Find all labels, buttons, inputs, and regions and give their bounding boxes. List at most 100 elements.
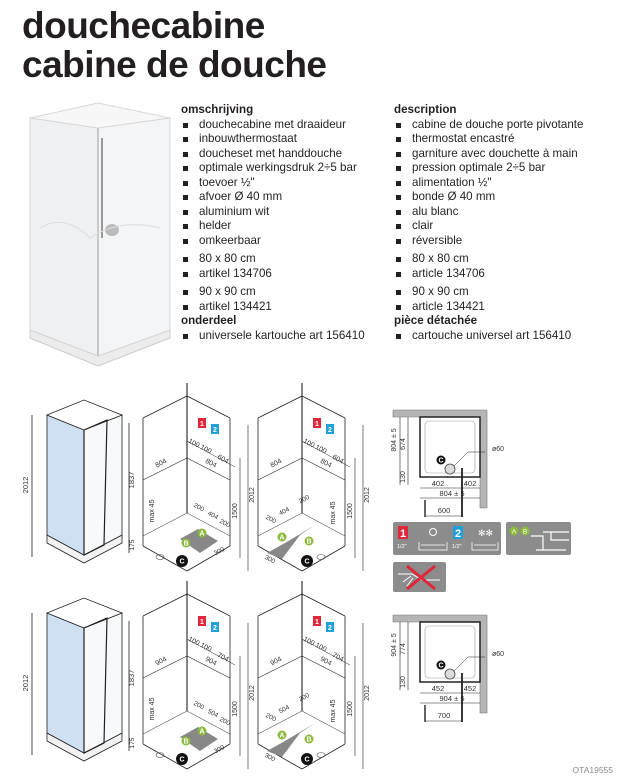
- dim-height-1500: 1500: [232, 503, 239, 519]
- dim-width-right: 804: [319, 458, 333, 470]
- drawing-line: [186, 593, 231, 617]
- drawing-line: [257, 457, 303, 481]
- dim-inlet-3: 704: [216, 652, 230, 664]
- variant-size: 80 x 80 cm: [394, 252, 583, 267]
- variant-article: article 134421: [394, 300, 583, 315]
- spare-item: universele kartouche art 156410: [181, 329, 365, 344]
- feature-item: helder: [181, 219, 365, 234]
- drawing-line: [257, 545, 303, 572]
- dim-half-1: 402: [432, 479, 445, 488]
- dim-width-left: 804: [154, 458, 168, 470]
- drain-diameter: ø60: [492, 446, 504, 453]
- drawing-line: [301, 395, 346, 419]
- hot-inlet-marker: 1: [315, 421, 319, 428]
- drawing-line: [186, 457, 231, 481]
- drain-hole: [316, 554, 326, 560]
- drawing-line: [186, 638, 236, 666]
- feature-item: pression optimale 2÷5 bar: [394, 161, 583, 176]
- drawing-line: [453, 451, 469, 467]
- dim-offset-2: 404: [278, 506, 291, 517]
- dim-inlet-2: 100: [314, 444, 328, 456]
- feature-item: toevoer ½": [181, 176, 365, 191]
- feature-item: thermostat encastré: [394, 132, 583, 147]
- height-total: 2012: [21, 675, 30, 692]
- dim-offset-4: 300: [213, 744, 226, 755]
- dim-half-2: 452: [464, 684, 477, 693]
- hot-inlet-marker-box: [313, 418, 321, 428]
- feature-item: cabine de douche porte pivotante: [394, 118, 583, 133]
- dim-half-2: 402: [464, 479, 477, 488]
- marker-c-circle: [301, 555, 313, 567]
- drawing-line: [301, 655, 346, 679]
- variant-article: artikel 134421: [181, 300, 365, 315]
- cold-inlet-marker-box: [326, 622, 334, 632]
- drain-hole: [316, 752, 326, 758]
- marker-a: A: [512, 529, 517, 536]
- inlet-size: 1/2": [452, 544, 462, 550]
- glass-panel: [46, 612, 85, 754]
- drawing-line: [257, 593, 303, 617]
- dim-inlet-1: 100: [302, 438, 316, 450]
- dim-offset-1: 200: [192, 700, 205, 711]
- height-inner: 1837: [127, 670, 136, 687]
- feature-item: inbouwthermostaat: [181, 132, 365, 147]
- dim-height-1500: 1500: [232, 701, 239, 717]
- dim-width: 904 ± 5: [440, 694, 465, 703]
- back-wall: [83, 414, 123, 556]
- dim-offset-1: 200: [264, 514, 277, 525]
- dim-inlet-2: 100: [199, 444, 213, 456]
- inlet-size: 1/2": [397, 544, 407, 550]
- drawing-line: [257, 710, 303, 735]
- dim-offset-1: 200: [192, 502, 205, 513]
- hot-marker: 1: [400, 528, 406, 540]
- marker-a: A: [279, 535, 284, 542]
- variant-article: article 134706: [394, 267, 583, 282]
- dim-inner: 774: [400, 643, 407, 655]
- feature-item: douchecabine met draaideur: [181, 118, 365, 133]
- height-inner: 1837: [127, 472, 136, 489]
- drawing-line: [257, 512, 303, 537]
- height-tray: 175: [129, 737, 136, 748]
- dim-height-2012: 2012: [364, 487, 371, 503]
- dim-max: max 45: [149, 697, 156, 720]
- cabin-top: [45, 399, 124, 431]
- dim-inlet-1: 100: [187, 438, 201, 450]
- dim-height-2012: 2012: [249, 685, 256, 701]
- drawing-line: [142, 710, 188, 735]
- cold-inlet-marker: 2: [213, 625, 217, 632]
- marker-b-circle: [304, 536, 314, 546]
- feature-item: aluminium wit: [181, 205, 365, 220]
- feature-item: bonde Ø 40 mm: [394, 190, 583, 205]
- drain-connection-icon: A B: [506, 522, 571, 555]
- dim-offset-4: 300: [263, 554, 276, 565]
- section-heading: omschrijving: [181, 103, 254, 116]
- marker-c-circle: [436, 660, 446, 670]
- cabin-top: [45, 597, 124, 629]
- drawing-line: [301, 710, 346, 735]
- drawing-line: [186, 545, 231, 572]
- cold-water-icon: 2 1/2" ✻✻: [448, 522, 501, 555]
- drawing-line: [142, 457, 188, 481]
- marker-b: B: [183, 541, 188, 548]
- dim-offset-2: 504: [278, 704, 291, 715]
- cold-inlet-marker: 2: [213, 427, 217, 434]
- cold-inlet-marker-box: [211, 424, 219, 434]
- marker-b-circle: [181, 538, 191, 548]
- drawing-line: [186, 655, 231, 679]
- drawing-line: [186, 440, 236, 468]
- drawing-line: [301, 545, 346, 572]
- drawing-line: [142, 593, 188, 617]
- variant-size: 90 x 90 cm: [394, 285, 583, 300]
- dim-height-2012: 2012: [364, 685, 371, 701]
- product-photo: [29, 102, 171, 367]
- drawing-line: [142, 512, 188, 537]
- dim-width-right: 904: [204, 656, 218, 668]
- dim-width-left: 804: [269, 458, 283, 470]
- cold-inlet-marker: 2: [328, 625, 332, 632]
- marker-c: C: [304, 757, 309, 764]
- feature-item: garniture avec douchette à main: [394, 147, 583, 162]
- hot-inlet-marker: 1: [315, 619, 319, 626]
